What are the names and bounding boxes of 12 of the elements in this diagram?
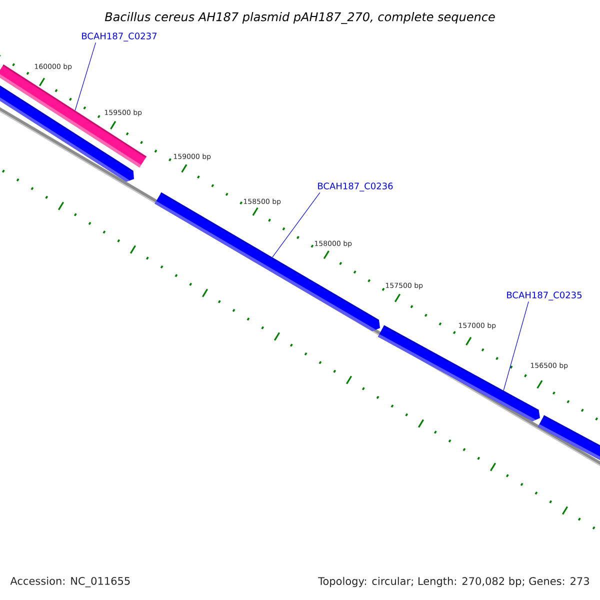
gene-block [0,84,134,182]
gene-label: BCAH187_C0236 [318,182,393,192]
footer-text: Topology: circular; Length: 270,082 bp; Genes: 273 [318,576,589,588]
footer-text: Accession: NC_011655 [10,576,130,588]
gene-block [538,415,600,462]
title: Bacillus cereus AH187 plasmid pAH187_270, complete sequence [104,12,495,24]
leader-line [503,301,529,391]
leader-line [272,192,320,258]
gene-label: BCAH187_C0235 [507,292,582,300]
gene-label: BCAH187_C0237 [82,32,156,42]
leader-line [74,42,96,111]
gene-block [154,192,380,332]
